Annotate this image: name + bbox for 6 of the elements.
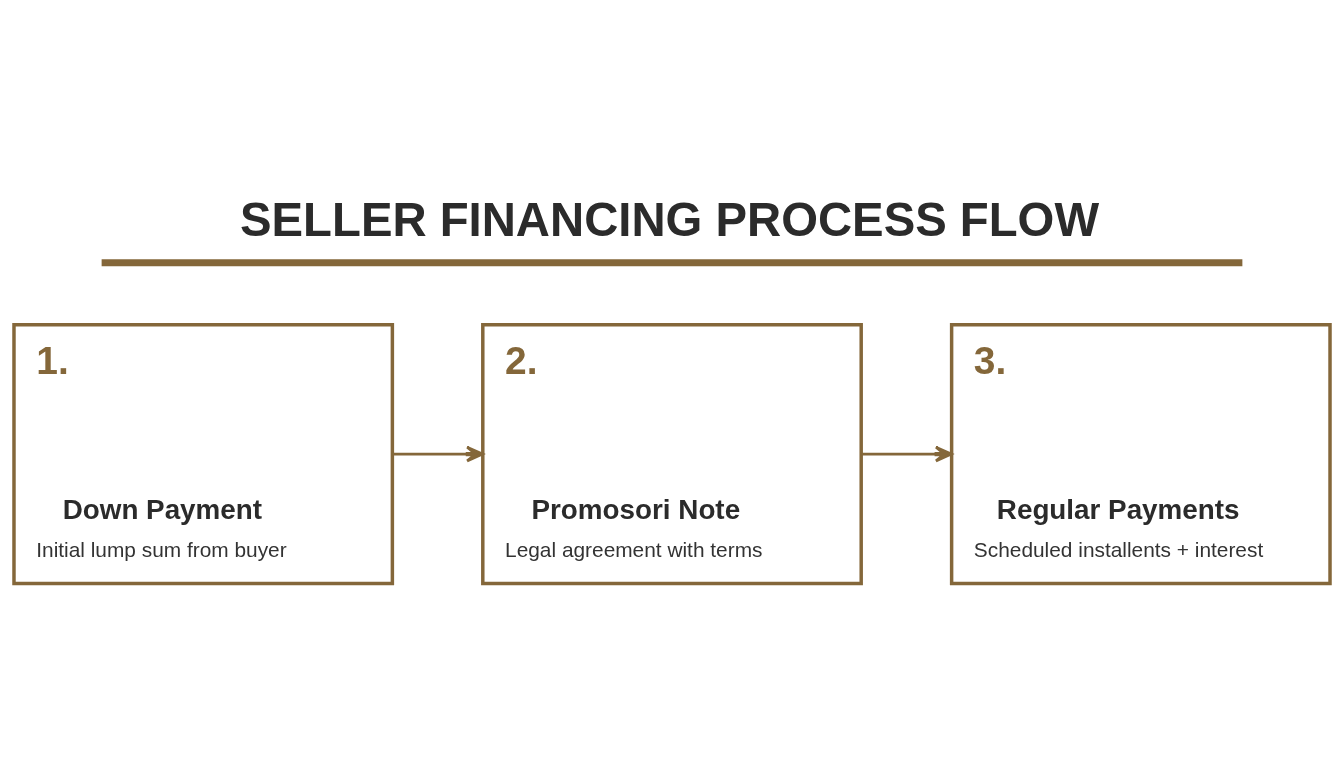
- node-box: 2. Promosori Note Legal agreement with terms: [481, 322, 863, 585]
- node-box: 3. Regular Payments Scheduled installents + interest: [949, 322, 1332, 585]
- diagram-title: SELLER FINANCING PROCESS FLOW: [240, 192, 1100, 246]
- node-box: 1. Down Payment Initial lump sum from buyer: [12, 322, 395, 585]
- arrow: [392, 445, 484, 462]
- arrow: [861, 445, 953, 462]
